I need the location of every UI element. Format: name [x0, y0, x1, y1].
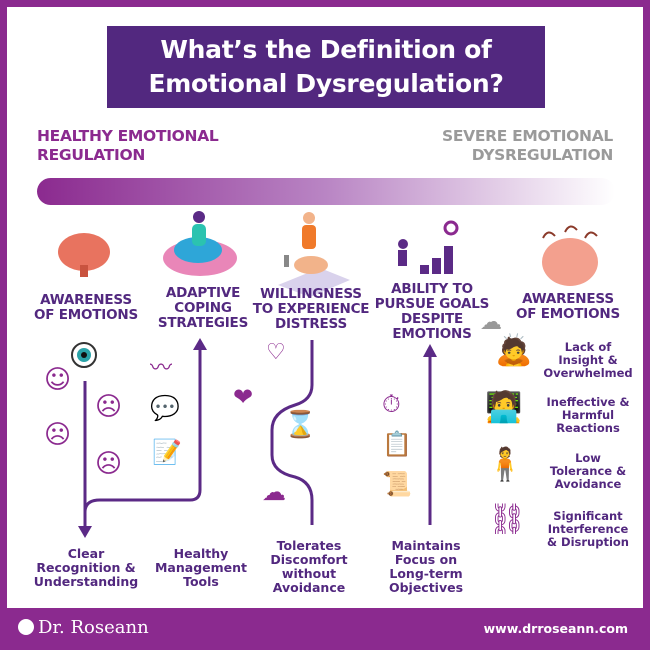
- healthy-label: HEALTHY EMOTIONAL REGULATION: [37, 127, 219, 165]
- severe-item: Lack of Insight & Overwhelmed: [543, 341, 632, 380]
- outcome-line: Tolerates: [276, 538, 342, 553]
- outcome-line: Tools: [183, 574, 219, 589]
- severe-item: Ineffective & Harmful Reactions: [547, 396, 630, 435]
- outcome-line: Discomfort: [270, 552, 348, 567]
- col-heading-awareness: AWARENESS OF EMOTIONS: [34, 293, 138, 323]
- outcome-line: Clear: [67, 546, 105, 561]
- heading-line: AWARENESS: [40, 292, 132, 308]
- self-compassion-icon: ♡: [266, 340, 286, 365]
- outcome-line: Recognition &: [36, 560, 136, 575]
- outcome-line: Long-term: [389, 566, 463, 581]
- severe-item: Significant Interference & Disruption: [547, 510, 629, 549]
- arrow-down-icon: [78, 526, 92, 538]
- hourglass-icon: ⌛: [284, 410, 317, 440]
- label-line: HEALTHY EMOTIONAL: [37, 127, 219, 145]
- item-line: Low: [575, 451, 601, 465]
- page-title: What’s the Definition of Emotional Dysre…: [107, 26, 545, 108]
- heading-line: WILLINGNESS: [260, 286, 362, 302]
- item-line: Overwhelmed: [543, 366, 633, 380]
- col3-curve-line: [270, 340, 314, 525]
- severe-label: SEVERE EMOTIONAL DYSREGULATION: [442, 127, 613, 165]
- yoga-mat-illustration: [278, 268, 350, 297]
- outcome-line: Management: [154, 560, 248, 575]
- col-heading-willingness: WILLINGNESS TO EXPERIENCE DISTRESS: [253, 287, 370, 332]
- item-line: Lack of: [564, 340, 612, 354]
- item-line: Tolerance &: [549, 464, 627, 478]
- outcome-line: Focus on: [394, 552, 458, 567]
- severe-heading-awareness: AWARENESS OF EMOTIONS: [516, 292, 620, 322]
- outcome-line: without: [281, 566, 337, 581]
- outcome-coping: Healthy Management Tools: [155, 547, 247, 589]
- item-line: Ineffective &: [546, 395, 630, 409]
- col-heading-coping: ADAPTIVE COPING STRATEGIES: [158, 286, 248, 331]
- outcome-goals: Maintains Focus on Long-term Objectives: [389, 539, 463, 595]
- clipboard-icon: 📋: [382, 430, 412, 458]
- title-line: Emotional Dysregulation?: [148, 69, 504, 98]
- heading-line: TO EXPERIENCE: [252, 301, 370, 317]
- happy-face-icon: ☺: [44, 365, 72, 395]
- brand-logo: Dr. Roseann: [18, 617, 149, 638]
- sitting-person-illustration: 🧍: [485, 445, 525, 483]
- outcome-awareness: Clear Recognition & Understanding: [34, 547, 138, 589]
- outcome-line: Understanding: [33, 574, 139, 589]
- item-line: & Disruption: [547, 535, 629, 549]
- brain-icon: [58, 233, 110, 271]
- chat-bubbles-icon: 💬: [150, 394, 180, 422]
- col1-to-col2-line: [83, 348, 202, 513]
- wind-breathing-icon: 〰: [150, 356, 173, 381]
- item-line: Reactions: [556, 421, 620, 435]
- col-heading-goals: ABILITY TO PURSUE GOALS DESPITE EMOTIONS: [374, 281, 490, 342]
- outcome-line: Healthy: [173, 546, 229, 561]
- sad-face-icon: ☹: [95, 392, 123, 422]
- website-link[interactable]: www.drroseann.com: [483, 621, 628, 636]
- item-line: Avoidance: [554, 477, 622, 491]
- item-line: Interference: [547, 522, 629, 536]
- heading-line: ADAPTIVE: [165, 285, 241, 301]
- label-line: SEVERE EMOTIONAL: [441, 127, 613, 145]
- heading-line: DESPITE: [400, 311, 464, 327]
- title-line: What’s the Definition of: [160, 35, 492, 64]
- heading-line: OF EMOTIONS: [33, 307, 139, 323]
- angry-face-icon: ☹: [95, 449, 123, 479]
- item-line: Significant: [553, 509, 623, 523]
- heart-hand-icon: ❤: [233, 383, 254, 411]
- heading-line: DISTRESS: [274, 316, 348, 332]
- heading-line: AWARENESS: [522, 291, 614, 307]
- outcome-line: Objectives: [388, 580, 464, 595]
- label-line: DYSREGULATION: [471, 146, 614, 164]
- label-line: REGULATION: [37, 146, 145, 164]
- heading-line: EMOTIONS: [392, 326, 472, 342]
- heading-line: PURSUE GOALS: [374, 296, 490, 312]
- storm-cloud-icon: ☁: [262, 478, 286, 506]
- goal-steps-icon: [398, 220, 459, 274]
- rain-cloud-icon: ☁: [480, 310, 502, 335]
- arrow-up-icon: [423, 344, 437, 357]
- outcome-line: Avoidance: [272, 580, 346, 595]
- outcome-willingness: Tolerates Discomfort without Avoidance: [270, 539, 347, 595]
- gradient-scale-bar: [37, 178, 615, 205]
- stressed-brain-icon: [542, 238, 598, 286]
- item-line: Insight &: [558, 353, 618, 367]
- heading-line: STRATEGIES: [157, 315, 249, 331]
- brand-name: Dr. Roseann: [38, 617, 149, 638]
- heading-line: OF EMOTIONS: [515, 306, 621, 322]
- checklist-icon: 📝: [152, 438, 182, 466]
- overwhelmed-person-illustration: 🙇: [495, 333, 533, 368]
- severe-item: Low Tolerance & Avoidance: [550, 452, 626, 491]
- heading-line: COPING: [174, 300, 232, 316]
- brand-mark-icon: [18, 619, 34, 635]
- certificate-icon: 📜: [382, 470, 412, 498]
- arrow-up-icon: [193, 338, 207, 350]
- worried-face-icon: ☹: [44, 420, 72, 450]
- heading-line: ABILITY TO: [391, 281, 473, 297]
- frustrated-desk-illustration: 🧑‍💻: [485, 390, 523, 425]
- broken-chain-icon: ⛓: [488, 502, 527, 537]
- stopwatch-icon: ⏱: [382, 390, 401, 418]
- outcome-line: Maintains: [391, 538, 461, 553]
- item-line: Harmful: [561, 408, 615, 422]
